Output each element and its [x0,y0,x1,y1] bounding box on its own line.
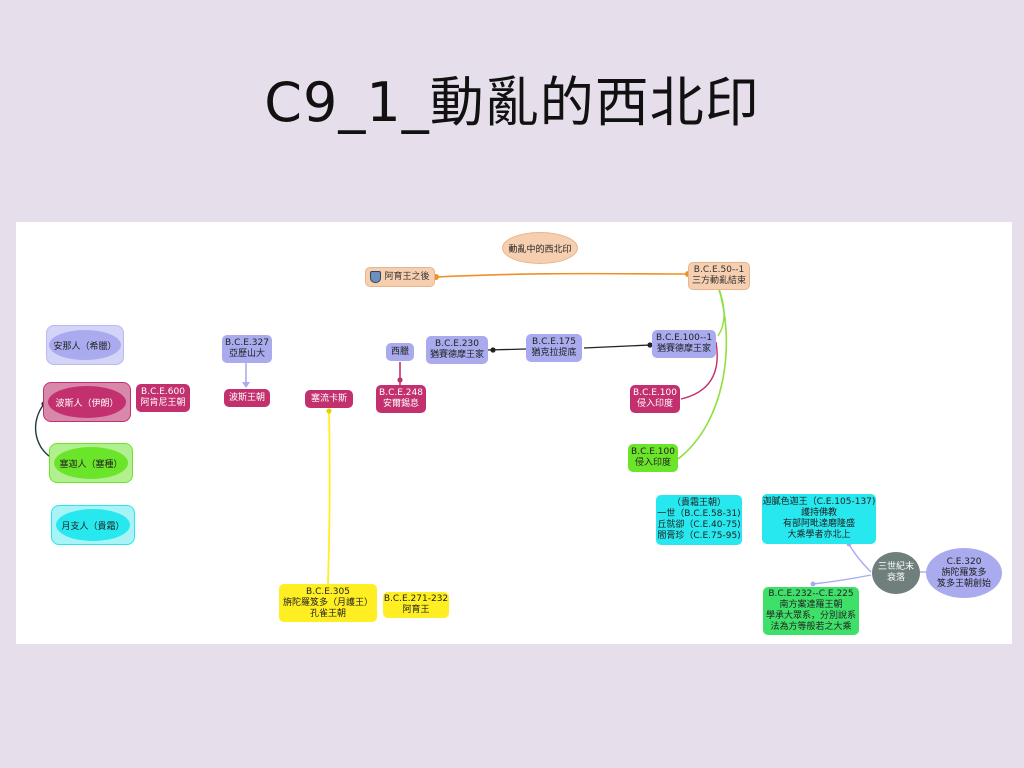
invade1-date: B.C.E.100 [633,388,677,398]
link-persian-to-saka [34,403,53,459]
invade2-label: 侵入印度 [634,458,671,468]
decline-line2: 衰落 [886,573,905,583]
arrow-head [242,382,250,388]
mind-map-canvas: 動亂中的西北印 阿育王之後 B.C.E.50--1 三方動亂結束 安那人（希臘）… [16,222,1012,644]
kanishka-title: 迦膩色迦王（C.E.105-137) [762,497,876,507]
asoka-date: B.C.E.271-232 [383,594,449,604]
maurya-date: B.C.E.305 [306,586,350,597]
late-house-node[interactable]: B.C.E.100--1 猶賽德摩王家 [652,330,716,358]
link-kanishka-to-decline [848,543,872,573]
late-house-label: 猶賽德摩王家 [656,344,711,354]
slide-title: C9_1_動亂的西北印 [264,71,760,134]
seleucus-node[interactable]: 塞流卡斯 [305,390,353,408]
maurya-line2: 孔雀王朝 [309,608,346,619]
late-house-date: B.C.E.100--1 [655,333,713,343]
alexander-date: B.C.E.327 [225,338,269,348]
link-asoka-after-to-end [435,272,689,278]
kushan-line2: 丘就卻（C.E.40-75) [657,520,741,530]
andhra-date: B.C.E.232--C.E.225 [768,589,854,599]
asoka-after-node[interactable]: 阿育王之後 [365,267,435,287]
gupta-line1: 旃陀羅笈多 [941,567,987,578]
andhra-line2: 學承大眾系，分別說系 [766,611,857,621]
people-persian[interactable]: 波斯人（伊朗） [48,386,126,418]
people-yuezhi[interactable]: 月支人（貴霜） [56,509,130,541]
eucratides-label: 猶克拉提底 [531,348,577,358]
achaemenid-date: B.C.E.600 [141,387,185,397]
invade2-node[interactable]: B.C.E.100 侵入印度 [628,444,678,472]
people-greek[interactable]: 安那人（希臘） [49,330,121,360]
link-dot [647,342,653,348]
achaemenid-label: 阿肯尼王朝 [140,398,186,408]
eucratides-node[interactable]: B.C.E.175 猶克拉提底 [526,334,582,362]
link-end-to-late-house [717,285,725,337]
demetrius-node[interactable]: B.C.E.230 猶賽德摩王家 [426,336,488,364]
alexander-label: 亞歷山大 [228,349,265,359]
asoka-after-label: 阿育王之後 [384,271,430,282]
link-late-house-to-invade1 [680,341,718,400]
shield-icon [370,271,382,283]
invade1-node[interactable]: B.C.E.100 侵入印度 [630,385,680,413]
kanishka-node[interactable]: 迦膩色迦王（C.E.105-137) 護持佛教 有部阿毗達磨隆盛 大乘學者亦北上 [762,494,876,544]
end-date: B.C.E.50--1 [693,265,745,275]
antiochus-date: B.C.E.248 [379,388,423,398]
kushan-line3: 閻膏珍（C.E.75-95) [657,531,741,541]
link-end-to-invade2 [677,285,728,460]
gupta-line2: 笈多王朝創始 [936,578,991,589]
end-label: 三方動亂結束 [692,276,747,286]
invade1-label: 侵入印度 [636,399,673,409]
demetrius-label: 猶賽德摩王家 [430,350,485,360]
kushan-line1: 一世（B.C.E.58-31) [657,509,741,519]
mind-map-links [34,271,928,587]
antiochus-node[interactable]: B.C.E.248 安爾錫息 [376,385,426,413]
root-node[interactable]: 動亂中的西北印 [502,232,578,264]
kanishka-line3: 大乘學者亦北上 [787,530,851,540]
kushan-node[interactable]: （貴霜王朝） 一世（B.C.E.58-31) 丘就卻（C.E.40-75) 閻膏… [656,495,742,545]
kushan-title: （貴霜王朝） [671,498,726,508]
invade2-date: B.C.E.100 [631,447,675,457]
decline-node[interactable]: 三世紀末 衰落 [872,552,920,594]
maurya-line1: 旃陀羅笈多（月護王） [283,597,374,608]
achaemenid-node[interactable]: B.C.E.600 阿肯尼王朝 [136,384,190,412]
decline-line1: 三世紀末 [877,562,914,572]
people-saka[interactable]: 塞迦人（塞種） [54,447,128,479]
asoka-label: 阿育王 [402,605,430,615]
link-dot [397,377,403,383]
link-decline-to-andhra [812,574,872,585]
seleucus-label: 塞流卡斯 [310,393,347,404]
gupta-date: C.E.320 [946,556,982,567]
antiochus-label: 安爾錫息 [382,399,419,409]
alexander-node[interactable]: B.C.E.327 亞歷山大 [222,335,272,363]
link-dot [326,408,332,414]
link-eucratides-to-late-house [583,344,651,349]
andhra-line1: 南方案達羅王朝 [779,600,843,610]
andhra-node[interactable]: B.C.E.232--C.E.225 南方案達羅王朝 學承大眾系，分別說系 法為… [763,587,859,635]
kanishka-line1: 護持佛教 [800,508,837,518]
persian-dynasty-label: 波斯王朝 [228,392,265,403]
bactria-label: 西臘 [390,346,409,357]
asoka-node[interactable]: B.C.E.271-232 阿育王 [383,592,449,618]
end-node[interactable]: B.C.E.50--1 三方動亂結束 [688,262,750,290]
andhra-line3: 法為方等般若之大乘 [770,622,852,632]
link-maurya-to-seleucus [327,408,331,585]
link-dot [810,581,816,587]
eucratides-date: B.C.E.175 [532,337,576,347]
kanishka-line2: 有部阿毗達磨隆盛 [782,519,855,529]
bactria-node[interactable]: 西臘 [386,343,414,361]
maurya-node[interactable]: B.C.E.305 旃陀羅笈多（月護王） 孔雀王朝 [279,584,377,622]
gupta-node[interactable]: C.E.320 旃陀羅笈多 笈多王朝創始 [926,548,1002,598]
demetrius-date: B.C.E.230 [435,339,479,349]
link-dot [490,347,496,353]
persian-dynasty-node[interactable]: 波斯王朝 [224,389,270,407]
